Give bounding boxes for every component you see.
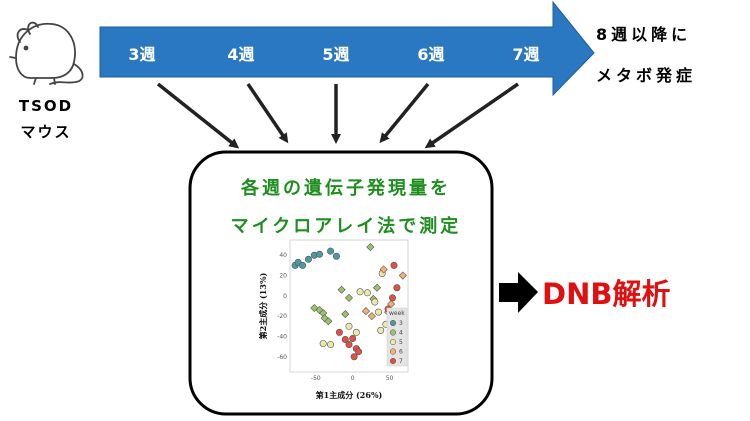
- data-point-week-7: [389, 294, 397, 302]
- y-tick-label: -20: [277, 313, 287, 320]
- legend-title: week: [389, 310, 405, 317]
- data-point-week-5: [363, 289, 371, 297]
- week-label-5: 5週: [322, 45, 350, 64]
- data-point-week-3: [304, 255, 312, 263]
- week-label-4: 4週: [227, 45, 255, 64]
- dnb-analysis-label: DNB解析: [542, 277, 671, 311]
- arrow-week-3: [156, 82, 240, 149]
- y-tick-label: 20: [279, 273, 287, 280]
- data-point-week-7: [390, 261, 398, 269]
- data-point-week-5: [356, 288, 364, 296]
- legend-marker-week-7: [389, 357, 397, 365]
- legend-label-week-4: 4: [399, 330, 403, 337]
- x-tick-label: -50: [311, 375, 321, 382]
- x-axis-label: 第1主成分 (26%): [316, 390, 383, 400]
- data-point-week-5: [377, 326, 385, 334]
- legend-marker-week-4: [389, 329, 397, 336]
- week-label-7: 7週: [512, 45, 540, 64]
- data-point-week-4: [341, 310, 350, 319]
- data-point-week-3: [332, 252, 340, 260]
- week-label-3: 3週: [128, 45, 156, 64]
- x-ticks: -50 0 50: [311, 375, 394, 382]
- data-point-week-5: [345, 322, 353, 330]
- data-point-week-4: [366, 243, 375, 252]
- data-point-week-7: [341, 336, 349, 344]
- onset-text-line2: メタボ発症: [596, 66, 697, 85]
- box-text-line2: マイクロアレイ法で測定: [230, 216, 462, 237]
- arrow-week-7: [424, 82, 519, 149]
- y-tick-label: 40: [279, 252, 287, 259]
- legend-label-week-5: 5: [399, 339, 403, 346]
- y-tick-label: -60: [277, 354, 287, 361]
- arrow-week-4: [246, 83, 289, 144]
- data-point-week-7: [355, 348, 363, 356]
- timeline-arrow: [99, 0, 595, 97]
- y-tick-label: -40: [277, 333, 287, 340]
- data-point-week-6: [367, 312, 376, 321]
- week-arrows: [156, 82, 519, 149]
- mouse-icon: [9, 21, 84, 85]
- scatter-plot: 40 20 0 -20 -40 -60 -50 0 50 week 3 4 5 6 7 第1主成分 (2…: [258, 239, 409, 400]
- data-point-week-5: [374, 308, 382, 316]
- data-point-week-3: [327, 247, 335, 255]
- legend-label-week-3: 3: [399, 320, 403, 327]
- data-point-week-3: [299, 261, 307, 269]
- data-point-week-7: [335, 328, 343, 336]
- subject-label-line1: TSOD: [18, 97, 74, 115]
- legend-label-week-6: 6: [399, 349, 403, 356]
- onset-text-line1: 8週以降に: [596, 25, 692, 44]
- y-axis-label: 第2主成分 (13%): [258, 272, 268, 339]
- data-point-week-3: [315, 250, 323, 258]
- week-label-6: 6週: [417, 45, 445, 64]
- data-point-week-5: [371, 298, 379, 306]
- data-point-week-7: [345, 341, 353, 349]
- x-tick-label: 50: [386, 375, 394, 382]
- legend-marker-week-5: [389, 338, 397, 346]
- legend-marker-week-6: [389, 348, 397, 355]
- data-point-week-7: [349, 334, 357, 342]
- y-ticks: 40 20 0 -20 -40 -60: [277, 252, 287, 361]
- data-point-week-6: [379, 265, 388, 274]
- data-point-week-4: [324, 317, 333, 326]
- data-point-week-7: [393, 284, 401, 292]
- data-point-week-4: [320, 314, 329, 323]
- data-point-week-7: [350, 353, 358, 361]
- data-point-week-5: [352, 328, 360, 336]
- result-arrow: [499, 272, 538, 313]
- box-text-line1: 各週の遺伝子発現量を: [241, 178, 451, 199]
- legend-marker-week-3: [389, 319, 397, 327]
- y-tick-label: 0: [283, 293, 287, 300]
- legend: week 3 4 5 6 7: [386, 307, 408, 367]
- data-point-week-5: [319, 340, 327, 348]
- subject-label-line2: マウス: [20, 123, 72, 141]
- data-point-week-6: [398, 271, 407, 280]
- x-tick-label: 0: [351, 375, 355, 382]
- data-point-week-5: [327, 341, 335, 349]
- data-point-week-6: [361, 307, 370, 316]
- data-point-week-4: [337, 285, 346, 294]
- data-point-week-4: [344, 293, 354, 302]
- legend-label-week-7: 7: [399, 358, 403, 365]
- data-point-week-4: [373, 283, 382, 292]
- arrow-week-6: [379, 82, 430, 144]
